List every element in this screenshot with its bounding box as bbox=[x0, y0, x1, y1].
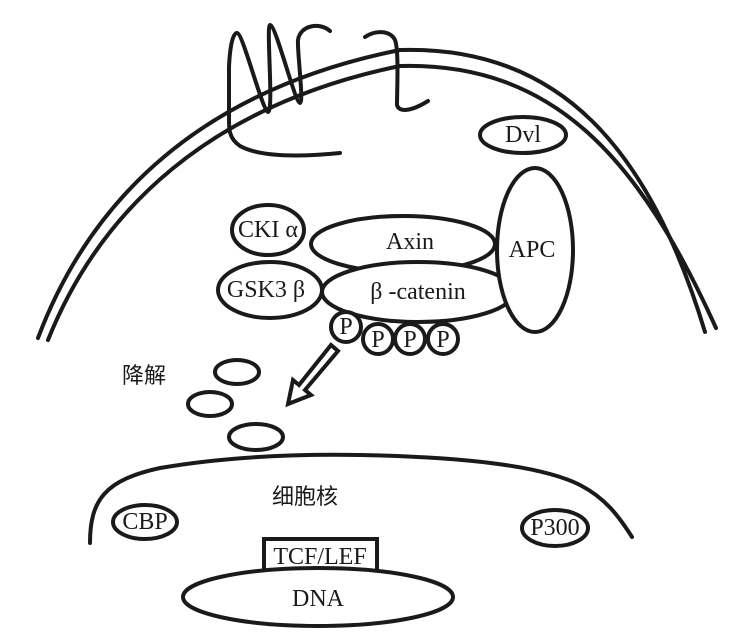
nuclear-membrane bbox=[88, 452, 634, 545]
bcatenin-label: β -catenin bbox=[370, 279, 466, 305]
degradation-label: 降解 bbox=[122, 364, 166, 389]
degradation-arrow bbox=[285, 342, 341, 408]
phosphate-label: P bbox=[436, 327, 449, 353]
p300-node bbox=[520, 508, 590, 548]
phosphate-4 bbox=[426, 322, 460, 356]
p300-label: P300 bbox=[530, 515, 579, 541]
ckia-node bbox=[230, 203, 306, 257]
cbp-label: CBP bbox=[122, 509, 167, 535]
cbp-node bbox=[111, 503, 179, 541]
frizzled-receptor bbox=[226, 23, 342, 158]
fragment-1 bbox=[213, 358, 261, 386]
gsk3b-label: GSK3 β bbox=[227, 277, 305, 303]
axin-label: Axin bbox=[386, 229, 434, 255]
dvl-label: Dvl bbox=[505, 122, 541, 148]
dna-label: DNA bbox=[292, 586, 345, 612]
apc-label: APC bbox=[509, 237, 556, 263]
phosphate-label: P bbox=[403, 327, 416, 353]
phosphate-label: P bbox=[339, 314, 352, 340]
phosphate-group: P P P P bbox=[329, 310, 460, 356]
cell-membrane-outer bbox=[36, 47, 707, 340]
phosphate-3 bbox=[393, 322, 427, 356]
dna-node bbox=[181, 566, 455, 628]
phosphate-label: P bbox=[371, 327, 384, 353]
apc-node bbox=[495, 166, 575, 334]
tcf-lef-label: TCF/LEF bbox=[273, 544, 366, 570]
cell-membrane-inner bbox=[46, 63, 718, 342]
lrp-coreceptor bbox=[363, 30, 430, 112]
fragment-2 bbox=[186, 390, 234, 418]
ckia-label: CKI α bbox=[238, 217, 298, 243]
nucleus-label: 细胞核 bbox=[272, 485, 338, 510]
dvl-node bbox=[478, 115, 568, 155]
fragment-3 bbox=[227, 422, 285, 452]
phosphate-1 bbox=[329, 310, 363, 344]
